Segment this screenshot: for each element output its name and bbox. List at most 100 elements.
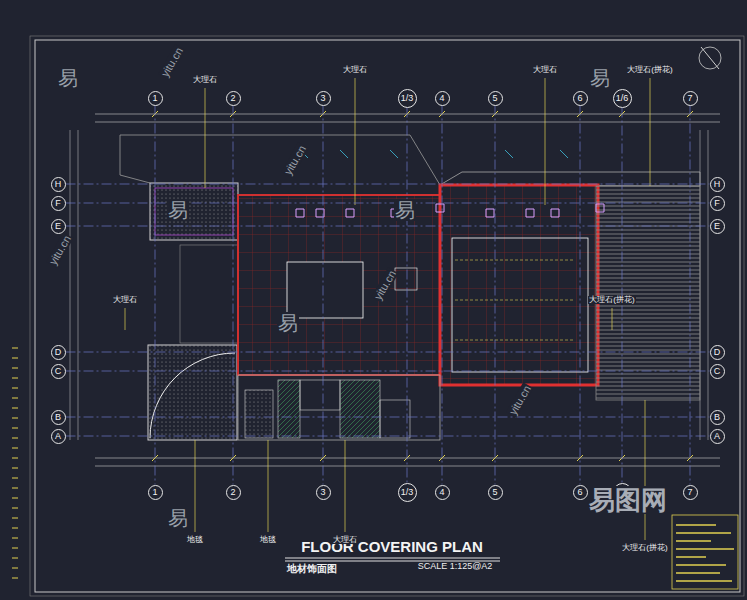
- material-callout: 大理石(拼花): [588, 296, 635, 305]
- material-callout: 大理石: [112, 296, 138, 305]
- watermark: yitu.cn: [46, 232, 73, 267]
- grid-bubble: 3: [316, 485, 331, 500]
- grid-line: [407, 108, 408, 483]
- grid-axis-label: E: [55, 222, 61, 231]
- grid-axis-label: 4: [439, 488, 444, 497]
- grid-axis-label: 5: [492, 488, 497, 497]
- grid-bubble: H: [710, 177, 725, 192]
- watermark: 易: [167, 507, 189, 529]
- grid-bubble: D: [710, 345, 725, 360]
- watermark: 易: [57, 67, 79, 89]
- material-callout: 大理石: [192, 76, 218, 85]
- grid-line: [155, 106, 156, 485]
- grid-bubble: 1/6: [613, 89, 632, 108]
- watermark: yitu.cn: [158, 44, 185, 79]
- grid-axis-label: E: [714, 222, 720, 231]
- grid-bubble: 5: [488, 485, 503, 500]
- grid-axis-label: F: [55, 199, 61, 208]
- grid-axis-label: 2: [230, 94, 235, 103]
- grid-axis-label: C: [714, 367, 721, 376]
- grid-axis-label: H: [55, 180, 62, 189]
- grid-line: [580, 106, 581, 485]
- grid-line: [690, 106, 691, 485]
- drawing-caption: 地材饰面图: [286, 563, 338, 574]
- grid-bubble: A: [51, 429, 66, 444]
- grid-bubble: 4: [435, 91, 450, 106]
- grid-axis-label: D: [55, 348, 62, 357]
- material-callout: 大理石: [342, 66, 368, 75]
- grid-bubble: 1: [148, 91, 163, 106]
- grid-axis-label: 1: [152, 488, 157, 497]
- grid-bubble: 6: [573, 91, 588, 106]
- grid-bubble: 1/3: [398, 483, 417, 502]
- scale-note: SCALE 1:125@A2: [417, 562, 494, 572]
- watermark: 易: [167, 199, 189, 221]
- watermark: yitu.cn: [281, 142, 308, 177]
- grid-axis-label: 2: [230, 488, 235, 497]
- grid-axis-label: D: [714, 348, 721, 357]
- grid-line: [442, 106, 443, 485]
- material-callout: 地毯: [259, 536, 277, 545]
- watermark: yitu.cn: [506, 382, 533, 417]
- grid-axis-label: 1/3: [401, 488, 414, 497]
- material-callout: 大理石(拼花): [621, 544, 668, 553]
- grid-axis-label: 7: [687, 488, 692, 497]
- grid-axis-label: H: [714, 180, 721, 189]
- grid-bubble: A: [710, 429, 725, 444]
- drawing-title: FLOOR COVERING PLAN: [300, 539, 484, 556]
- grid-axis-label: A: [714, 432, 720, 441]
- grid-bubble: D: [51, 345, 66, 360]
- grid-axis-label: 1/6: [616, 94, 629, 103]
- grid-bubble: 3: [316, 91, 331, 106]
- grid-axis-label: 3: [320, 488, 325, 497]
- grid-line: [66, 203, 710, 204]
- material-callout: 地毯: [186, 536, 204, 545]
- grid-axis-label: 7: [687, 94, 692, 103]
- grid-line: [66, 184, 710, 185]
- grid-axis-label: F: [714, 199, 720, 208]
- grid-bubble: F: [710, 196, 725, 211]
- grid-line: [66, 436, 710, 437]
- grid-bubble: C: [51, 364, 66, 379]
- grid-bubble: E: [51, 219, 66, 234]
- grid-line: [66, 352, 710, 353]
- material-callout: 大理石(拼花): [626, 66, 673, 75]
- grid-bubble: B: [51, 410, 66, 425]
- grid-bubble: 5: [488, 91, 503, 106]
- watermark: 易: [589, 67, 611, 89]
- grid-bubble: E: [710, 219, 725, 234]
- grid-axis-label: 3: [320, 94, 325, 103]
- grid-bubble: B: [710, 410, 725, 425]
- grid-axis-label: B: [714, 413, 720, 422]
- grid-line: [233, 106, 234, 485]
- grid-bubble: 6: [573, 485, 588, 500]
- material-callout: 大理石: [332, 536, 358, 545]
- grid-axis-label: 1/3: [401, 94, 414, 103]
- grid-axis-label: 1: [152, 94, 157, 103]
- grid-axis-label: A: [55, 432, 61, 441]
- grid-line: [495, 106, 496, 485]
- grid-line: [66, 226, 710, 227]
- material-callout: 大理石: [532, 66, 558, 75]
- grid-bubble: 7: [683, 485, 698, 500]
- watermark-logo: 易图网: [588, 486, 668, 515]
- grid-bubble: F: [51, 196, 66, 211]
- grid-axis-label: C: [55, 367, 62, 376]
- watermark: 易: [394, 199, 416, 221]
- grid-axis-label: 5: [492, 94, 497, 103]
- grid-bubble: 1: [148, 485, 163, 500]
- grid-line: [66, 371, 710, 372]
- watermark: 易: [277, 312, 299, 334]
- grid-bubble: 2: [226, 485, 241, 500]
- grid-bubble: 1/3: [398, 89, 417, 108]
- grid-bubble: 2: [226, 91, 241, 106]
- grid-axis-label: 4: [439, 94, 444, 103]
- grid-line: [323, 106, 324, 485]
- grid-line: [66, 417, 710, 418]
- grid-axis-label: 6: [577, 488, 582, 497]
- grid-bubble: 7: [683, 91, 698, 106]
- grid-axis-label: 6: [577, 94, 582, 103]
- grid-bubble: H: [51, 177, 66, 192]
- grid-bubble: C: [710, 364, 725, 379]
